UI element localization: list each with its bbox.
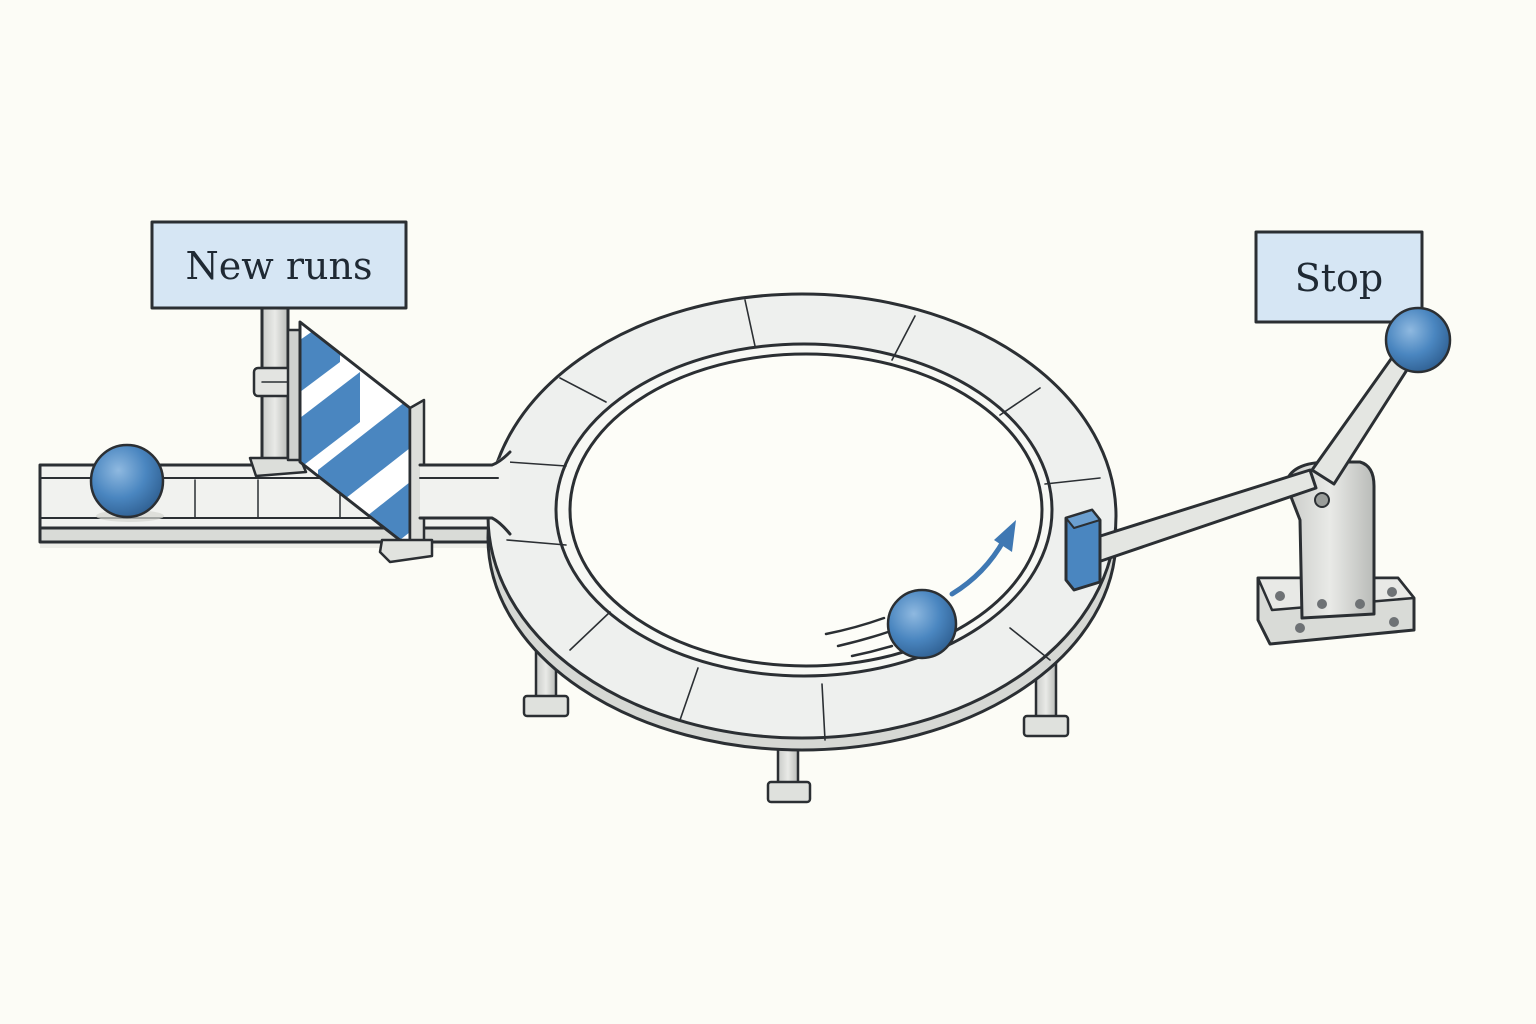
entry-sign: New runs xyxy=(150,220,408,310)
exit-sign: Stop xyxy=(1254,230,1424,324)
speed-lines xyxy=(824,616,894,658)
exit-sign-label: Stop xyxy=(1295,256,1384,300)
moving-ball xyxy=(824,588,958,660)
stop-block xyxy=(1064,508,1102,592)
lever-knob xyxy=(1384,306,1452,374)
motion-arrow-icon xyxy=(949,520,1016,597)
waiting-ball xyxy=(89,443,165,522)
track-connector xyxy=(418,450,512,536)
loop-track xyxy=(486,292,1118,752)
entry-post xyxy=(248,303,308,478)
entry-sign-label: New runs xyxy=(186,244,373,288)
stop-lever-base xyxy=(1256,460,1416,646)
